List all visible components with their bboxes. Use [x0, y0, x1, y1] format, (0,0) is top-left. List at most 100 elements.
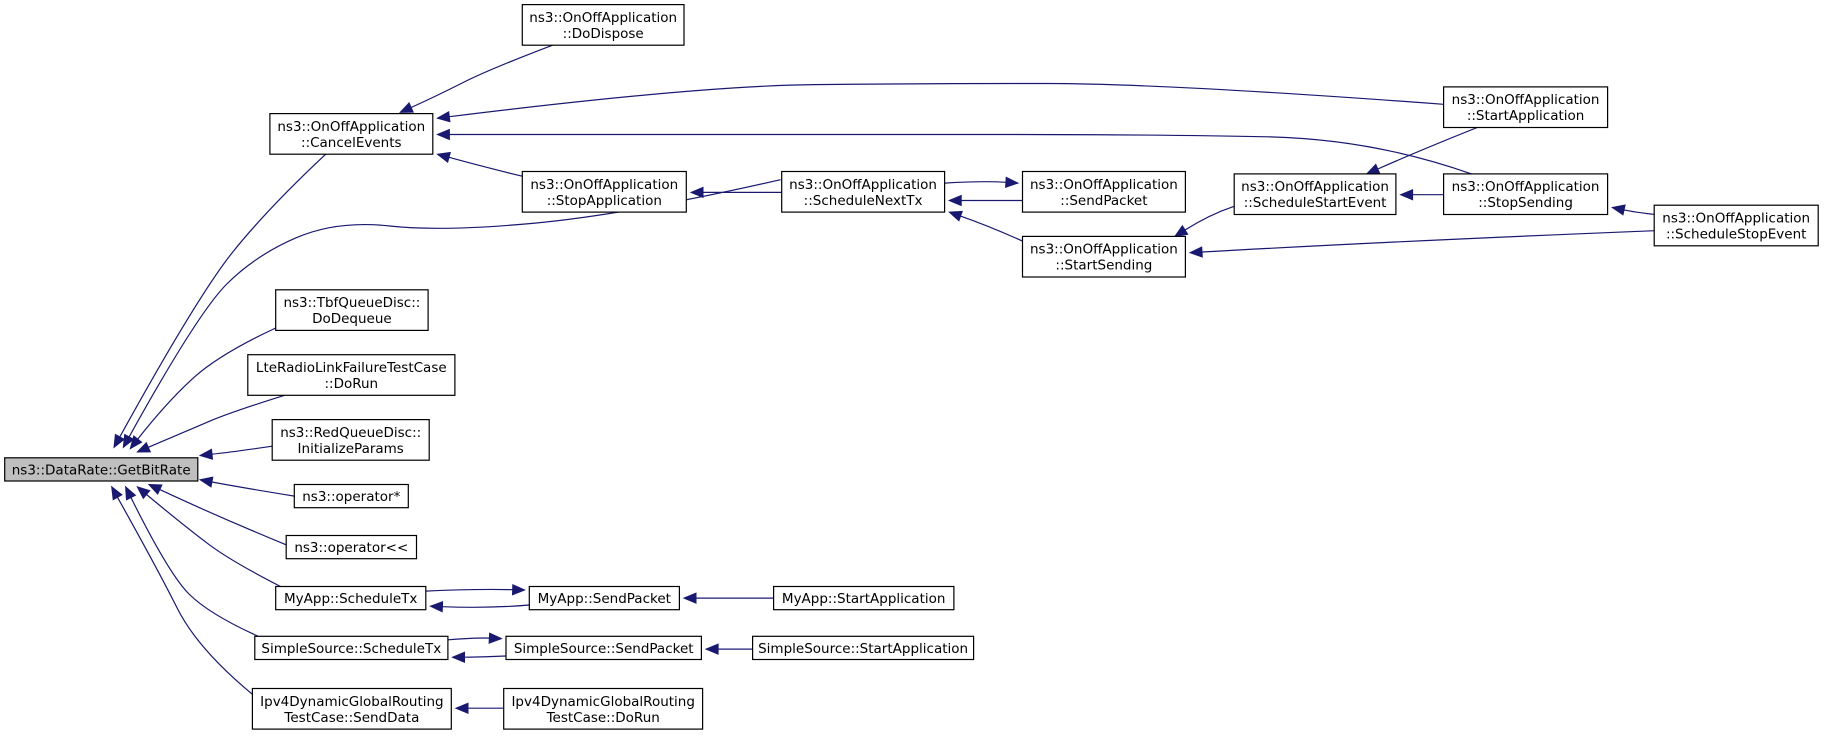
edge-n4-to-n1 [436, 151, 523, 177]
node-n18[interactable]: MyApp::StartApplication [772, 585, 955, 611]
node-label: ::StartApplication [1467, 108, 1585, 124]
arrowhead-icon [436, 110, 451, 123]
node-box [1442, 173, 1609, 216]
node-n20[interactable]: SimpleSource::SendPacket [505, 635, 702, 661]
edge-n7-to-n5 [947, 210, 1023, 242]
node-n13[interactable]: ns3::RedQueueDisc::InitializeParams [271, 419, 430, 461]
node-box [1442, 86, 1609, 129]
arrowhead-icon [1399, 188, 1414, 201]
node-box [521, 170, 687, 213]
edge-n17-to-n16 [429, 600, 530, 613]
arrowhead-icon [113, 433, 126, 449]
node-n8[interactable]: ns3::OnOffApplication::ScheduleStartEven… [1233, 173, 1397, 216]
node-n12[interactable]: LteRadioLinkFailureTestCase::DoRun [247, 354, 456, 396]
node-label: ns3::TbfQueueDisc:: [283, 295, 420, 311]
arrowhead-icon [1365, 163, 1381, 175]
node-box [269, 112, 434, 155]
node-box [293, 483, 409, 509]
edge-line [425, 588, 513, 592]
node-n16[interactable]: MyApp::ScheduleTx [275, 585, 427, 611]
node-label: ns3::OnOffApplication [1241, 179, 1389, 195]
edge-n19-to-n0 [125, 485, 259, 637]
node-box [751, 635, 975, 661]
arrowhead-icon [947, 194, 962, 207]
arrowhead-icon [1188, 246, 1203, 258]
node-box [285, 534, 418, 560]
node-n6[interactable]: ns3::OnOffApplication::SendPacket [1021, 170, 1186, 213]
node-n2[interactable]: ns3::OnOffApplication::DoDispose [521, 3, 685, 46]
node-n15[interactable]: ns3::operator<< [285, 534, 418, 560]
arrowhead-icon [136, 441, 152, 453]
edge-line [464, 655, 507, 658]
node-n0[interactable]: ns3::DataRate::GetBitRate [4, 457, 199, 482]
edge-line [137, 327, 276, 440]
node-label: ::DoDispose [563, 26, 644, 42]
node-label: ns3::OnOffApplication [1030, 177, 1178, 193]
edge-n18-to-n17 [682, 592, 774, 604]
node-box [521, 3, 685, 46]
node-label: ns3::OnOffApplication [529, 10, 677, 26]
node-n17[interactable]: MyApp::SendPacket [528, 585, 680, 611]
edge-line [211, 481, 295, 497]
node-label: ::ScheduleStartEvent [1244, 195, 1387, 211]
node-label: ::StopSending [1478, 195, 1573, 211]
arrowhead-icon [122, 433, 135, 449]
node-label: ns3::OnOffApplication [1452, 179, 1600, 195]
node-label: ::StartSending [1055, 258, 1152, 274]
edge-n8-to-n7 [1173, 205, 1235, 238]
edge-line [447, 637, 490, 641]
node-n22[interactable]: Ipv4DynamicGlobalRoutingTestCase::SendDa… [251, 687, 452, 730]
node-box [4, 457, 199, 482]
node-label: Ipv4DynamicGlobalRouting [260, 694, 444, 710]
node-n1[interactable]: ns3::OnOffApplication::CancelEvents [269, 112, 434, 155]
edge-line [1623, 209, 1655, 215]
node-n10[interactable]: ns3::OnOffApplication::ScheduleStopEvent [1653, 204, 1819, 247]
node-n4[interactable]: ns3::OnOffApplication::StopApplication [521, 170, 687, 213]
arrowhead-icon [511, 583, 526, 596]
node-n7[interactable]: ns3::OnOffApplication::StartSending [1021, 235, 1186, 278]
edge-n20-to-n19 [451, 651, 507, 663]
edge-n12-to-n0 [136, 394, 286, 453]
node-n5[interactable]: ns3::OnOffApplication::ScheduleNextTx [781, 170, 946, 213]
node-box [275, 289, 429, 331]
node-box [254, 635, 449, 661]
node-label: ns3::OnOffApplication [1030, 242, 1178, 258]
edge-line [159, 489, 287, 546]
node-label: MyApp::ScheduleTx [284, 591, 417, 607]
arrowhead-icon [125, 485, 137, 501]
node-box [505, 635, 702, 661]
edge-line [1201, 230, 1655, 253]
node-label: ns3::OnOffApplication [530, 177, 678, 193]
edge-line [211, 445, 273, 455]
node-box [271, 419, 430, 461]
node-label: ::StopApplication [547, 193, 662, 209]
node-label: ns3::OnOffApplication [789, 177, 937, 193]
edge-line [410, 44, 553, 109]
edge-n5-to-n0 [122, 179, 781, 449]
node-box [528, 585, 680, 611]
node-label: LteRadioLinkFailureTestCase [256, 360, 447, 376]
edge-n3-to-n1 [436, 82, 1444, 123]
node-label: ns3::RedQueueDisc:: [280, 425, 421, 441]
edge-n10-to-n7 [1188, 230, 1655, 258]
node-n9[interactable]: ns3::OnOffApplication::StopSending [1442, 173, 1609, 216]
arrowhead-icon [399, 102, 414, 113]
node-label: MyApp::StartApplication [782, 591, 946, 607]
node-n21[interactable]: SimpleSource::StartApplication [751, 635, 975, 661]
node-label: SimpleSource::StartApplication [758, 641, 968, 657]
node-n14[interactable]: ns3::operator* [293, 483, 409, 509]
node-n11[interactable]: ns3::TbfQueueDisc::DoDequeue [275, 289, 429, 331]
node-label: ::CancelEvents [301, 135, 402, 151]
arrowhead-icon [147, 483, 163, 495]
arrowhead-icon [136, 485, 151, 500]
node-n3[interactable]: ns3::OnOffApplication::StartApplication [1442, 86, 1609, 129]
node-n19[interactable]: SimpleSource::ScheduleTx [254, 635, 449, 661]
arrowhead-icon [947, 210, 963, 222]
node-box [1021, 235, 1186, 278]
arrowhead-icon [198, 448, 214, 460]
edge-line [116, 497, 253, 695]
arrowhead-icon [1611, 204, 1626, 216]
node-label: ns3::OnOffApplication [277, 119, 425, 135]
arrowhead-icon [198, 476, 214, 488]
